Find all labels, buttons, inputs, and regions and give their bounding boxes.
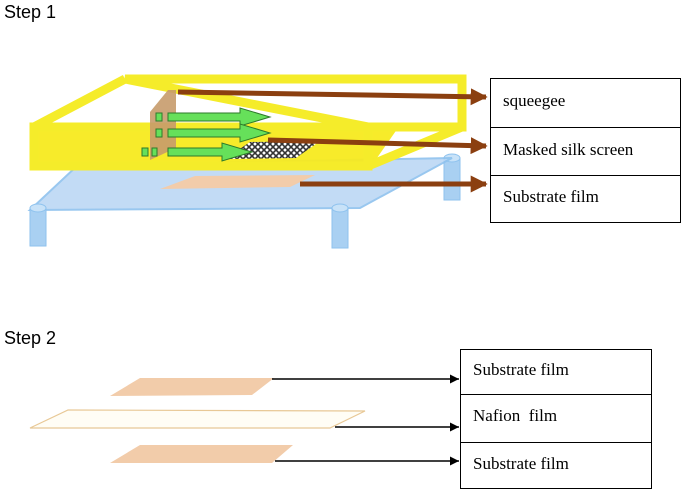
row-divider <box>461 394 651 395</box>
silk-screen-fill <box>30 124 400 170</box>
substrate-film-step1 <box>160 175 315 189</box>
step2-label-table: Substrate film Nafion film Substrate fil… <box>460 349 652 489</box>
step1-title: Step 1 <box>4 2 57 22</box>
label-substrate-film: Substrate film <box>503 187 599 206</box>
screen-mesh-pattern <box>225 141 320 159</box>
label-squeegee: squeegee <box>503 91 566 110</box>
substrate-film-bottom <box>110 445 293 463</box>
table-front-legs <box>29 203 349 249</box>
step1-label-table: squeegee Masked silk screen Substrate fi… <box>490 78 681 223</box>
print-direction-arrows <box>141 107 272 162</box>
table-back-legs <box>443 153 461 201</box>
step2-pointer-arrows <box>272 374 459 466</box>
nafion-film <box>29 409 366 429</box>
label-substrate-film-top: Substrate film <box>473 360 569 379</box>
label-masked-silk-screen: Masked silk screen <box>503 140 634 159</box>
row-divider <box>461 442 651 443</box>
row-divider <box>491 175 680 176</box>
label-nafion-film: Nafion film <box>473 406 558 425</box>
step1-pointer-arrows <box>177 88 488 193</box>
squeegee-blade <box>150 90 176 160</box>
substrate-film-top <box>110 378 274 396</box>
row-divider <box>491 127 680 128</box>
label-substrate-film-bottom: Substrate film <box>473 454 569 473</box>
step2-title: Step 2 <box>4 328 57 348</box>
